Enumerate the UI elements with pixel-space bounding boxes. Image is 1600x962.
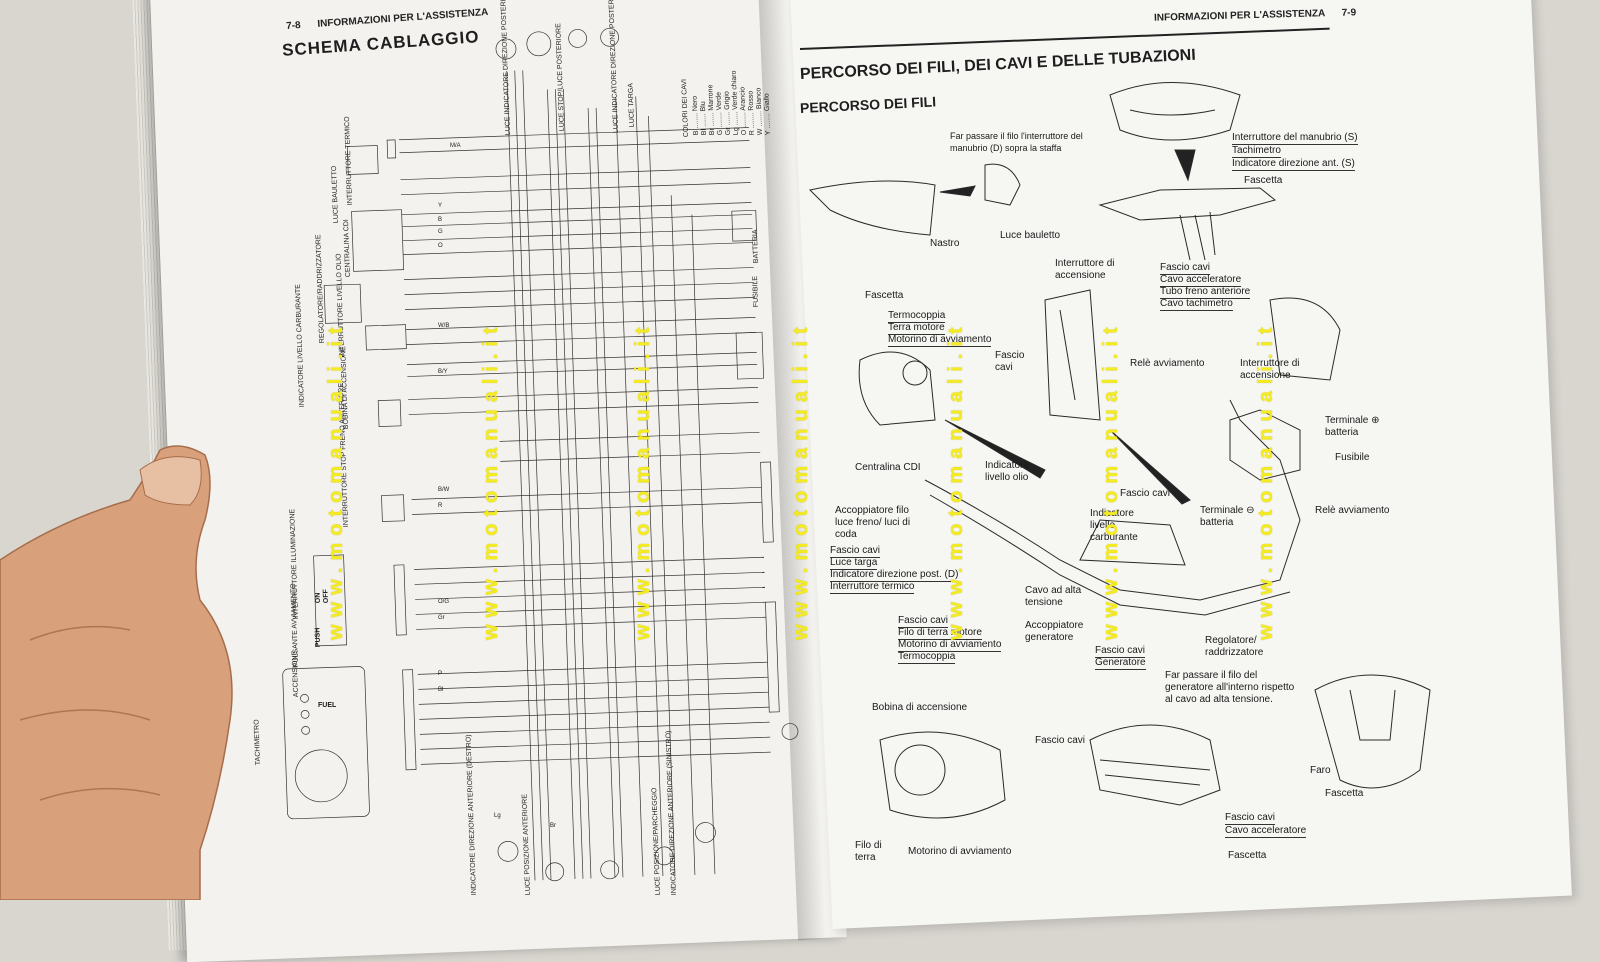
wire-code-15: P [438,671,443,677]
callout-generator-wire-note: Far passare il filo del generatore all'i… [1165,670,1295,705]
wire-code-14: Bl [438,687,444,693]
callout-tape: Nastro [930,238,960,249]
callout-list-2-item-1: Fascio cavi [898,615,949,628]
wire-code-3: R [438,503,443,509]
callout-regulator: Regolatore/ raddrizzatore [1205,635,1264,658]
callout-harness: Fascio cavi [1160,262,1211,275]
callout-starter-motor-2: Motorino di avviamento [908,846,1012,857]
wire-code-4: O [438,243,443,249]
callout-ignition-coil: Bobina di accensione [872,702,968,713]
callout-speedometer: Tachimetro [1232,145,1281,158]
callout-harness-2: Fascio cavi [995,350,1025,373]
callout-oil-level: Indicatore livello olio [985,460,1029,483]
callout-fuel-level: Indicatore livello carburante [1090,508,1138,543]
wire-code-6: B [438,217,443,223]
callout-starter-motor: Motorino di avviamento [888,334,992,347]
callout-ignition-switch: Interruttore di accensione [1055,258,1115,281]
callout-handlebar-switch: Interruttore del manubrio (S) [1232,132,1358,145]
callout-gen-harness: Fascio cavi [1095,645,1146,658]
callout-fuse: Fusibile [1335,452,1370,463]
callout-list-2-item-4: Termocoppia [898,651,956,664]
callout-generator: Generatore [1095,657,1146,670]
wire-code-5: Y [438,203,443,209]
wire-code-12: O/G [438,599,450,605]
wire-code-1: M/A [450,143,461,149]
callout-harness-bottom: Fascio cavi [1035,735,1086,746]
callout-clamp-bottom: Fascetta [1228,850,1267,861]
callout-harness-3: Fascio cavi [1120,488,1171,499]
wire-code-13: Gr [438,615,445,621]
callout-brake-hose: Tubo freno anteriore [1160,286,1251,299]
callout-clamp-top: Fascetta [1244,175,1283,186]
callout-ignition-switch-2: Interruttore di accensione [1240,358,1300,381]
callout-list-1-item-1: Fascio cavi [830,545,881,558]
callout-starter-relay: Relè avviamento [1130,358,1205,369]
wire-code-9: Br [550,823,556,829]
routing-illustrations [808,82,1431,819]
callout-ht-cable: Cavo ad alta tensione [1025,585,1082,608]
callout-battery-negative: Terminale ⊖ batteria [1200,505,1255,528]
wiring-diagram-lines [282,27,799,882]
callout-list-1-item-3: Indicatore direzione post. (D) [830,569,959,582]
callout-speedo-cable: Cavo tachimetro [1160,298,1233,311]
callout-generator-coupler: Accoppiatore generatore [1025,620,1084,643]
callout-brake-light-coupler: Accoppiatore filo luce freno/ luci di co… [835,505,911,540]
callout-headlight: Faro [1310,765,1331,776]
wire-code-10: B/Y [438,369,448,375]
callout-list-1-item-2: Luce targa [830,557,878,570]
callout-clamp-1: Fascetta [865,290,904,301]
callout-battery-positive: Terminale ⊕ batteria [1325,415,1380,438]
callout-clamp-headlight: Fascetta [1325,788,1364,799]
wire-code-8: Lg [494,813,501,819]
callout-front-indicator: Indicatore direzione ant. (S) [1232,158,1355,171]
fuel-label: FUEL [318,702,337,709]
callout-cav-list-2: Cavo acceleratore [1225,825,1307,838]
callout-pass-wire: Far passare il filo l'interruttore del m… [950,131,1083,153]
callout-list-1-item-4: Interruttore termico [830,581,915,594]
hand-holding-book [0,445,233,900]
callout-cdi: Centralina CDI [855,462,921,473]
callout-list-2-item-2: Filo di terra motore [898,627,982,640]
callout-list-2-item-3: Motorino di avviamento [898,639,1002,652]
callout-cav-list-1: Fascio cavi [1225,812,1276,825]
callout-throttle-cable: Cavo acceleratore [1160,274,1242,287]
callout-ground-wire: Filo di terra [855,840,882,863]
wire-code-11: W/B [438,323,450,329]
callout-starter-relay-2: Relè avviamento [1315,505,1390,516]
callout-trunk-light: Luce bauletto [1000,230,1061,241]
wire-code-2: B/W [438,487,450,493]
callout-engine-ground: Terra motore [888,322,945,335]
callout-thermocouple: Termocoppia [888,310,946,323]
wire-code-7: G [438,229,443,235]
